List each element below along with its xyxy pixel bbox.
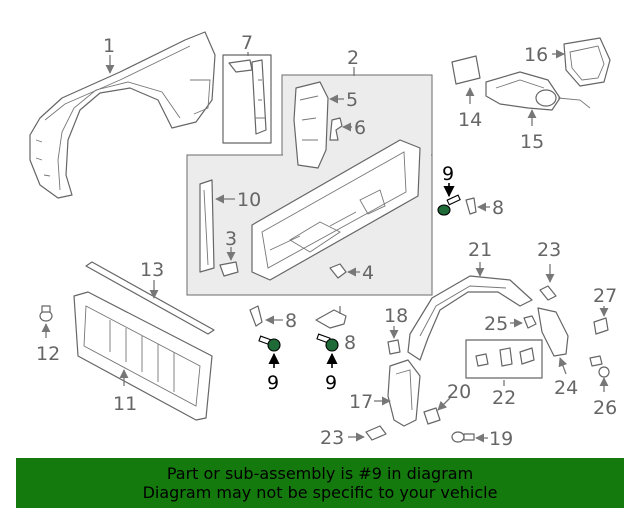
callout-13: 13	[140, 259, 164, 281]
callout-3: 3	[225, 228, 237, 250]
bracket-part-8-b	[249, 305, 263, 327]
callout-20: 20	[447, 381, 471, 403]
callout-6: 6	[354, 117, 366, 139]
callout-27: 27	[593, 285, 617, 307]
callout-25: 25	[484, 313, 508, 335]
callout-10: 10	[237, 189, 261, 211]
callout-14: 14	[458, 109, 482, 131]
pillar-part-7	[228, 59, 267, 135]
screw-part-23-b	[365, 425, 387, 441]
callout-7: 7	[241, 32, 253, 54]
callout-18: 18	[384, 305, 408, 327]
callout-24: 24	[554, 377, 578, 399]
bolt-part-12	[39, 305, 53, 322]
fuel-filler-housing-part-15	[485, 71, 591, 111]
fuel-door-part-14	[451, 55, 481, 85]
callout-19: 19	[489, 428, 513, 450]
clip-part-20	[423, 407, 441, 425]
bracket-part-6	[329, 117, 343, 141]
callout-8-a: 8	[492, 197, 504, 219]
callout-15: 15	[520, 131, 544, 153]
callout-22: 22	[492, 387, 516, 409]
bolt-part-9-b	[258, 335, 281, 352]
screw-part-19	[451, 431, 475, 443]
info-banner: Part or sub-assembly is #9 in diagram Di…	[16, 458, 624, 508]
fuel-door-part-16	[563, 37, 611, 87]
callout-17: 17	[349, 391, 373, 413]
callout-8-c: 8	[344, 332, 356, 354]
bracket-part-8-a	[465, 197, 477, 215]
bracket-part-3	[219, 261, 239, 277]
callout-9-c: 9	[325, 372, 337, 394]
callout-1: 1	[103, 35, 115, 57]
tailgate-part-11	[73, 291, 213, 421]
callout-2: 2	[347, 47, 359, 69]
bolt-part-9-c	[316, 333, 339, 352]
bracket-part-8-c	[315, 309, 347, 329]
clip-part-18	[387, 339, 401, 355]
callout-16: 16	[524, 44, 548, 66]
callout-9-a: 9	[442, 163, 454, 185]
inner-panel-part-5	[293, 81, 329, 169]
callout-9-b: 9	[267, 372, 279, 394]
callout-23-a: 23	[537, 239, 561, 261]
callout-8-b: 8	[285, 310, 297, 332]
callout-26: 26	[593, 397, 617, 419]
callout-4: 4	[362, 262, 374, 284]
stake-pocket-part-10	[199, 179, 215, 273]
callout-11: 11	[113, 393, 137, 415]
screw-part-23-a	[539, 285, 557, 301]
callout-12: 12	[36, 343, 60, 365]
kit-part-22	[475, 347, 535, 367]
screw-part-26	[589, 355, 610, 378]
wheelhouse-liner-part-21	[407, 275, 533, 361]
quarter-panel-part-1	[29, 31, 216, 199]
callout-21: 21	[468, 239, 492, 261]
banner-line-2: Diagram may not be specific to your vehi…	[142, 483, 498, 502]
splash-guard-part-24	[537, 307, 569, 357]
splash-shield-part-17	[387, 359, 421, 427]
bolt-part-9-a	[437, 194, 461, 216]
callout-23-b: 23	[320, 427, 344, 449]
clip-part-27	[593, 317, 609, 335]
callout-5: 5	[346, 89, 358, 111]
banner-line-1: Part or sub-assembly is #9 in diagram	[166, 464, 474, 483]
clip-part-25	[523, 315, 537, 329]
bedside-panel-part-2	[251, 139, 421, 281]
clip-part-4	[329, 263, 347, 279]
